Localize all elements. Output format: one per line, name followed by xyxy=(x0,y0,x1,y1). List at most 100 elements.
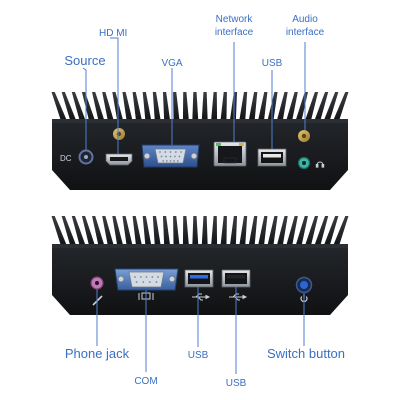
heatsink-fin xyxy=(51,92,67,121)
heatsink-fin xyxy=(182,92,189,121)
connector-pin xyxy=(134,276,136,278)
connector-pin xyxy=(173,160,176,162)
heatsink-fin xyxy=(51,216,67,246)
top-device: DC xyxy=(51,92,349,190)
heatsink-fin xyxy=(102,92,114,121)
usb-port-top[interactable] xyxy=(257,148,287,167)
heatsink-fin xyxy=(61,216,77,246)
heatsink-fin xyxy=(304,92,319,121)
heatsink-fin xyxy=(239,92,248,121)
usb-bottom-1-label: USB xyxy=(188,350,209,361)
phone-jack-label: Phone jack xyxy=(65,346,130,361)
heatsink-fin xyxy=(333,92,349,121)
connector-pin xyxy=(169,160,172,162)
heatsink-fin xyxy=(220,92,227,121)
connector-pin xyxy=(162,160,165,162)
audio-label-line1: Audio xyxy=(292,14,318,25)
connector-pin xyxy=(160,155,163,158)
connector-pin xyxy=(176,160,179,162)
connector-pin xyxy=(145,276,148,278)
heatsink-fin xyxy=(286,216,298,246)
connector-pin xyxy=(165,160,168,162)
heatsink-fin xyxy=(122,92,133,121)
connector-pin xyxy=(142,281,145,283)
hdmi-label: HD MI xyxy=(99,28,127,39)
heatsink-fin xyxy=(295,92,308,121)
heatsink-fin xyxy=(333,216,349,246)
connector-pin xyxy=(174,151,177,153)
heatsink-fin xyxy=(229,216,238,246)
top-chassis xyxy=(52,121,348,190)
heatsink-fin xyxy=(132,92,143,121)
heatsink-fin xyxy=(142,216,152,246)
connector-pin xyxy=(135,281,138,283)
switch-button-label: Switch button xyxy=(267,346,345,361)
heatsink-fin xyxy=(276,92,288,121)
heatsink-fin xyxy=(192,92,199,121)
connector-pin xyxy=(148,281,151,283)
heatsink-fin xyxy=(92,92,105,121)
connector-pin xyxy=(169,151,172,153)
heatsink-fin xyxy=(182,216,189,246)
heatsink-fin xyxy=(314,216,329,246)
connector-pin xyxy=(178,155,181,158)
leader-lines xyxy=(82,37,306,374)
usb-bottom-2-label: USB xyxy=(226,378,247,389)
headphone-icon xyxy=(315,161,325,168)
heatsink-fin xyxy=(248,92,258,121)
heatsink-fin xyxy=(201,92,208,121)
heatsink-fin xyxy=(192,216,199,246)
usb-top-label: USB xyxy=(262,58,283,69)
top-heatsink-fins xyxy=(51,92,349,121)
connector-pin xyxy=(157,276,159,278)
connector-pin xyxy=(151,276,154,278)
heatsink-fin xyxy=(61,92,77,121)
heatsink-fin xyxy=(211,216,218,246)
heatsink-fin xyxy=(211,92,218,121)
heatsink-fin xyxy=(201,216,208,246)
heatsink-fin xyxy=(257,216,268,246)
com-label: COM xyxy=(134,376,157,387)
usb-trident-icon xyxy=(192,293,211,301)
connector-pin xyxy=(155,281,158,283)
heatsink-fin xyxy=(286,92,298,121)
heatsink-fin xyxy=(152,216,161,246)
bottom-heatsink-fins xyxy=(51,216,349,246)
usb3-port-bottom-1[interactable] xyxy=(184,269,214,288)
heatsink-fin xyxy=(314,92,329,121)
heatsink-fin xyxy=(71,216,86,246)
heatsink-fin xyxy=(122,216,133,246)
usb-port-bottom-2[interactable] xyxy=(221,269,251,288)
network-port[interactable] xyxy=(213,141,247,167)
heatsink-fin xyxy=(295,216,308,246)
connector-pin xyxy=(164,151,167,153)
connector-pin xyxy=(165,155,167,158)
vga-label: VGA xyxy=(161,58,182,69)
heatsink-fin xyxy=(102,216,114,246)
audio-label-line2: interface xyxy=(286,27,325,38)
heatsink-fin xyxy=(173,92,180,121)
bottom-device xyxy=(51,216,349,315)
hdmi-port[interactable] xyxy=(105,153,133,166)
connector-pin xyxy=(174,155,176,158)
heatsink-fin xyxy=(304,216,319,246)
heatsink-fin xyxy=(239,216,248,246)
heatsink-fin xyxy=(142,92,152,121)
heatsink-fin xyxy=(323,92,339,121)
connector-pin xyxy=(159,151,161,153)
dc-label: DC xyxy=(60,154,72,163)
network-label-line2: interface xyxy=(215,27,254,38)
heatsink-fin xyxy=(81,216,96,246)
vga-port[interactable] xyxy=(141,144,200,168)
heatsink-fin xyxy=(173,216,180,246)
heatsink-fin xyxy=(92,216,105,246)
source-label: Source xyxy=(64,53,105,68)
heatsink-fin xyxy=(162,92,171,121)
heatsink-fin xyxy=(220,216,227,246)
heatsink-fin xyxy=(276,216,288,246)
heatsink-fin xyxy=(162,216,171,246)
heatsink-fin xyxy=(248,216,258,246)
connector-pin xyxy=(139,276,142,278)
com-port[interactable] xyxy=(114,268,179,291)
